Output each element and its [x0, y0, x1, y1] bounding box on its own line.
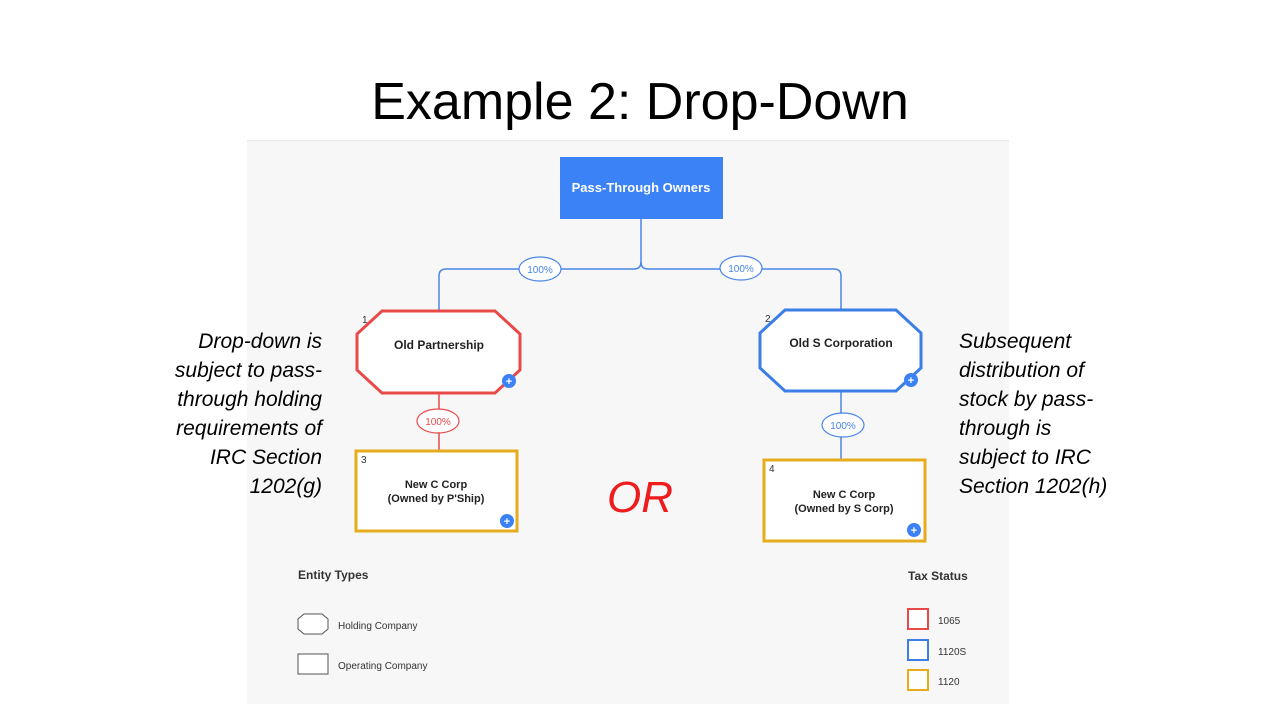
legend-tax-1120s: 1120S: [938, 647, 967, 658]
legend-tax-status: Tax Status 1065 1120S 1120: [907, 569, 968, 691]
add-child-button[interactable]: +: [904, 373, 918, 387]
diagram-panel: [247, 140, 1009, 704]
add-child-button[interactable]: +: [907, 523, 921, 537]
add-child-button[interactable]: +: [502, 374, 516, 388]
svg-text:100%: 100%: [425, 417, 451, 428]
node-pass-through-owners[interactable]: Pass-Through Owners: [560, 157, 723, 219]
legend-tax-1065: 1065: [938, 616, 961, 627]
edge-label-1: 100%: [518, 256, 562, 282]
plus-icon: +: [911, 525, 917, 537]
plus-icon: +: [504, 516, 510, 528]
connector-top-to-scorp: [640, 261, 842, 311]
svg-text:Old S Corporation: Old S Corporation: [789, 336, 892, 350]
edge-label-3: 100%: [416, 408, 460, 434]
node-old-s-corporation[interactable]: 2 Old S Corporation +: [758, 308, 923, 393]
tax-1065-swatch: [907, 608, 929, 630]
legend-holding-company: Holding Company: [338, 621, 418, 632]
svg-text:New C Corp: New C Corp: [405, 479, 468, 491]
svg-text:100%: 100%: [527, 265, 553, 276]
operating-company-swatch: [297, 653, 329, 675]
holding-company-swatch: [297, 613, 329, 635]
legend-entity-types: Entity Types Holding Company Operating C…: [297, 568, 428, 675]
svg-text:(Owned by P'Ship): (Owned by P'Ship): [388, 493, 485, 505]
legend-tax-1120: 1120: [938, 677, 960, 688]
left-note: Drop-down is subject to pass- through ho…: [174, 330, 322, 498]
node-new-c-corp-pship[interactable]: 3 New C Corp (Owned by P'Ship) +: [354, 449, 519, 533]
svg-text:New C Corp: New C Corp: [813, 489, 876, 501]
svg-text:100%: 100%: [830, 421, 856, 432]
node-number: 2: [765, 314, 771, 325]
svg-text:(Owned by S Corp): (Owned by S Corp): [795, 503, 894, 515]
svg-text:Old Partnership: Old Partnership: [394, 338, 484, 352]
node-number: 3: [361, 455, 367, 466]
node-old-partnership[interactable]: 1 Old Partnership +: [355, 309, 522, 395]
tax-1120-swatch: [907, 669, 929, 691]
node-new-c-corp-scorp[interactable]: 4 New C Corp (Owned by S Corp) +: [762, 458, 927, 543]
add-child-button[interactable]: +: [500, 514, 514, 528]
slide-title: Example 2: Drop-Down: [371, 73, 909, 131]
right-note: Subsequent distribution of stock by pass…: [959, 330, 1108, 498]
edge-label-2: 100%: [719, 255, 763, 281]
tax-1120s-swatch: [907, 639, 929, 661]
node-number: 4: [769, 464, 775, 475]
edge-label-4: 100%: [821, 412, 865, 438]
legend-operating-company: Operating Company: [338, 661, 428, 672]
plus-icon: +: [908, 375, 914, 387]
or-label: OR: [607, 473, 673, 522]
svg-text:100%: 100%: [728, 264, 754, 275]
plus-icon: +: [506, 376, 512, 388]
node-number: 1: [362, 315, 368, 326]
legend-tax-title: Tax Status: [908, 569, 968, 583]
svg-text:Pass-Through Owners: Pass-Through Owners: [572, 180, 711, 195]
legend-entity-title: Entity Types: [298, 568, 369, 582]
